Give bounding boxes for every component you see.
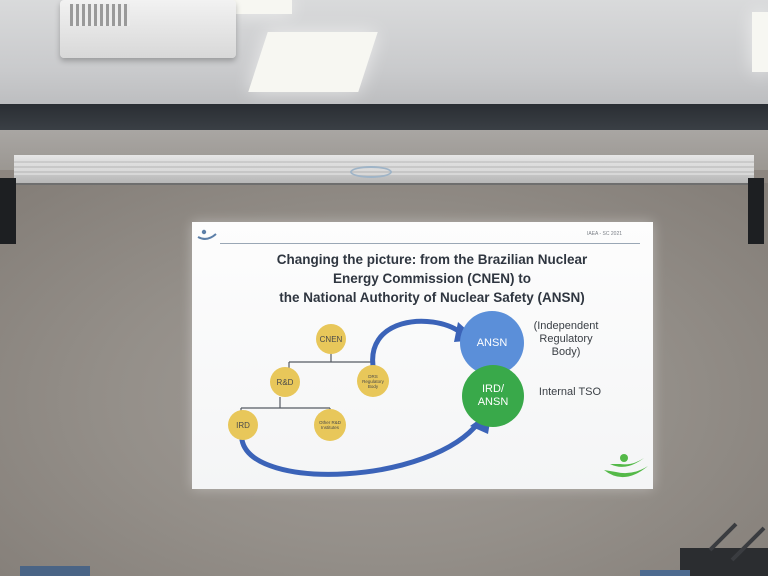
drs-line-3: Body (367, 383, 379, 389)
other-line-1: Other R&D (318, 420, 341, 425)
title-line-1: Changing the picture: from the Brazilian… (276, 252, 588, 267)
ceiling-ring (350, 166, 392, 178)
ceiling-light-panel (248, 32, 378, 92)
label-independent-line-3: Body) (551, 346, 581, 358)
other-line-2: Institutes (320, 425, 339, 430)
drs-line-2: Regulatory (362, 378, 384, 384)
label-internal-tso: Internal TSO (538, 386, 602, 398)
slide-corner-logo (197, 229, 217, 240)
node-ird-ansn: IRD/ ANSN (462, 365, 524, 427)
slide-header-tag: IAEA - SC 2021 (587, 231, 623, 237)
node-cnen: CNEN (316, 324, 346, 354)
drs-line-1: DRS (368, 373, 378, 379)
arrow-drs-to-ansn (370, 318, 463, 375)
slide-logo (604, 454, 648, 478)
ird-ansn-line-1: IRD/ (482, 383, 504, 395)
title-line-2: Energy Commission (CNEN) to (332, 271, 532, 286)
title-line-3: the National Authority of Nuclear Safety… (279, 290, 585, 305)
slide-top-line (220, 243, 640, 244)
arrow-ird-to-irdansn (239, 419, 482, 477)
ceiling-strip (0, 104, 768, 130)
label-independent-regulatory-body: (Independent Regulatory Body) (520, 320, 612, 359)
ird-ansn-line-2: ANSN (477, 396, 509, 408)
node-drs: DRS Regulatory Body (357, 365, 389, 397)
projected-slide: IAEA - SC 2021 Changing the picture: fro… (192, 222, 653, 489)
desk-equipment (640, 522, 768, 576)
ceiling-light-panel (232, 0, 292, 14)
tree-lines (240, 350, 373, 416)
node-other-rd: Other R&D Institutes (314, 409, 346, 441)
label-independent-line-2: Regulatory (539, 333, 593, 345)
screen-bottom-mark (20, 566, 90, 576)
projector (60, 0, 236, 58)
node-ansn: ANSN (460, 311, 524, 375)
speaker-left (0, 178, 16, 244)
ceiling-light-panel (752, 12, 768, 72)
node-rd: R&D (270, 367, 300, 397)
speaker-right (748, 178, 764, 244)
slide-title: Changing the picture: from the Brazilian… (212, 250, 652, 307)
label-independent-line-1: (Independent (533, 320, 599, 332)
node-ird: IRD (228, 410, 258, 440)
